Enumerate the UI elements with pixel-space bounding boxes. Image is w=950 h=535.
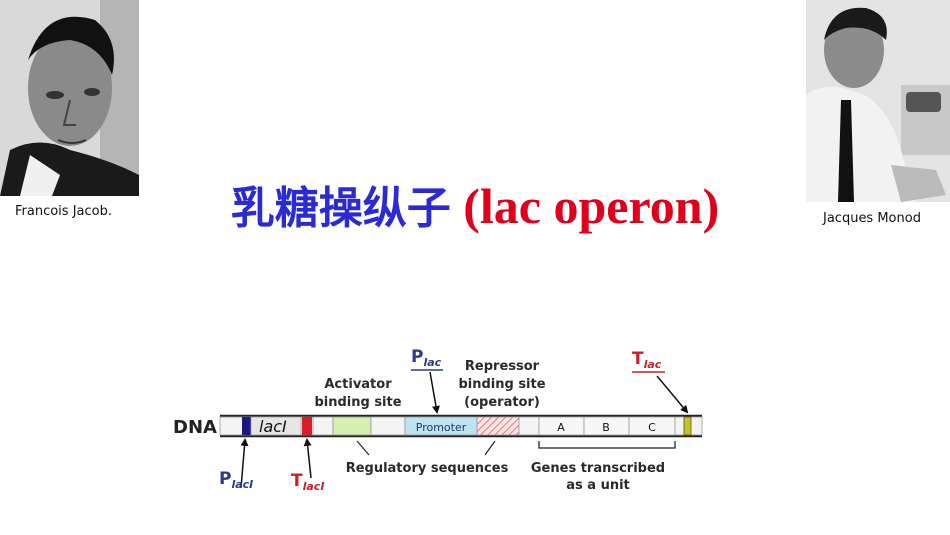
- gene-a-label: A: [557, 421, 565, 434]
- repressor-label-line2: binding site: [458, 377, 545, 392]
- t-lac-box: [683, 416, 692, 436]
- spacer-3: [518, 416, 540, 436]
- p-laci-main: P: [219, 469, 231, 489]
- p-laci-arrow: [240, 438, 249, 489]
- genes-brace: [538, 441, 676, 449]
- t-lac-sub: lac: [644, 358, 662, 371]
- genes-label-line1: Genes transcribed: [531, 461, 665, 476]
- spacer-2: [370, 416, 406, 436]
- t-laci-main: T: [291, 471, 303, 491]
- lac-operon-diagram: DNA lacI Promoter A B C Activator bindin…: [173, 347, 703, 493]
- spacer-1: [312, 416, 334, 436]
- gene-c-label: C: [648, 421, 656, 434]
- regulatory-tick-left: [356, 440, 370, 456]
- operator-box: [476, 416, 520, 436]
- portrait-francois-jacob: [0, 0, 139, 196]
- t-lac-main: T: [632, 349, 644, 369]
- spacer-4: [674, 416, 685, 436]
- activator-label-line1: Activator: [324, 377, 392, 392]
- repressor-label-line1: Repressor: [465, 359, 540, 374]
- p-lac-main: P: [411, 347, 423, 367]
- repressor-label-line3: (operator): [464, 395, 540, 410]
- t-laci-sub: lacI: [303, 480, 325, 493]
- p-lac-arrow: [429, 371, 440, 414]
- laci-gene: [250, 416, 302, 436]
- title-english: (lac operon): [463, 178, 720, 234]
- t-laci-box: [302, 417, 312, 435]
- regulatory-tick-right: [484, 440, 496, 456]
- t-laci-arrow: [303, 438, 312, 479]
- t-laci-label: TlacI: [291, 471, 324, 493]
- activator-label-line2: binding site: [314, 395, 401, 410]
- laci-label: lacI: [259, 417, 287, 436]
- p-laci-box: [242, 417, 251, 435]
- t-lac-label: Tlac: [632, 349, 662, 371]
- genes-label-line2: as a unit: [566, 478, 630, 493]
- caption-jacques-monod: Jacques Monod: [823, 211, 921, 226]
- t-lac-arrow: [656, 375, 689, 414]
- p-lac-sub: lac: [423, 356, 441, 369]
- activator-site: [332, 416, 372, 436]
- dna-label: DNA: [173, 417, 217, 438]
- slide-title: 乳糖操纵子 (lac operon): [0, 176, 950, 239]
- caption-francois-jacob: Francois Jacob.: [15, 204, 112, 219]
- p-laci-sub: lacI: [231, 478, 253, 491]
- promoter-label: Promoter: [416, 421, 467, 434]
- gene-b-label: B: [602, 421, 610, 434]
- title-chinese: 乳糖操纵子: [230, 183, 451, 234]
- p-lac-label: Plac: [411, 347, 442, 369]
- p-laci-label: PlacI: [219, 469, 253, 491]
- portrait-jacques-monod: [806, 0, 950, 202]
- regulatory-sequences-label: Regulatory sequences: [346, 461, 509, 476]
